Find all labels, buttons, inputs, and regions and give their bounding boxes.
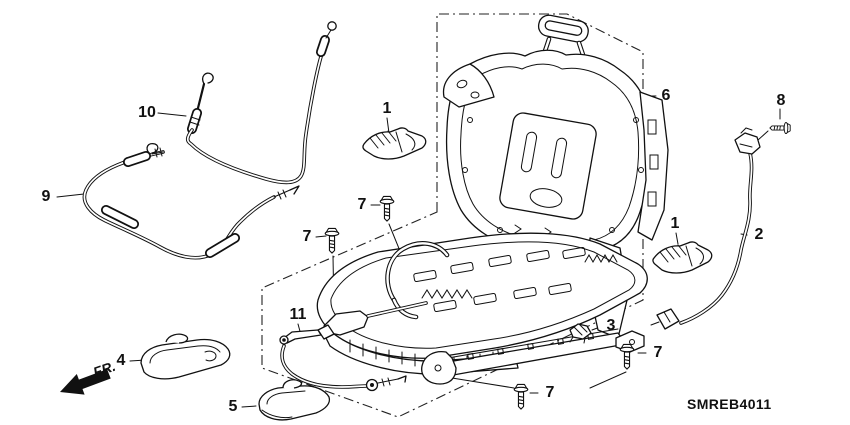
callout-8: 8 xyxy=(776,92,786,109)
callout-9: 9 xyxy=(41,188,51,205)
cable-2 xyxy=(650,127,761,330)
cover-4 xyxy=(140,333,231,380)
callout-11: 11 xyxy=(289,306,307,323)
clip-3 xyxy=(569,323,592,344)
cable-10 xyxy=(185,21,337,185)
callout-3: 3 xyxy=(606,317,616,334)
bolt-7-b xyxy=(324,227,340,254)
fr-arrow-icon xyxy=(60,369,111,395)
callout-7-c: 7 xyxy=(653,344,663,361)
callout-4: 4 xyxy=(116,352,126,369)
callout-6: 6 xyxy=(661,87,671,104)
bolt-7-d xyxy=(513,383,529,410)
diagram-code: SMREB4011 xyxy=(687,396,772,412)
callout-1-left: 1 xyxy=(382,100,392,117)
cable-9 xyxy=(82,142,300,260)
callout-1-right: 1 xyxy=(670,215,680,232)
callout-5: 5 xyxy=(228,398,238,415)
bolt-7-c xyxy=(619,343,635,370)
cover-5 xyxy=(258,379,331,421)
bolt-7-a xyxy=(379,195,395,222)
cable-11 xyxy=(279,329,407,392)
callout-10: 10 xyxy=(138,104,156,121)
callout-7-d: 7 xyxy=(545,384,555,401)
seat-cushion-frame xyxy=(316,232,648,385)
seat-back-frame xyxy=(442,14,669,254)
bracket-1-left xyxy=(362,127,427,160)
bracket-1-right xyxy=(652,241,713,274)
cable-2-latch xyxy=(734,132,761,155)
bolt-8 xyxy=(769,121,791,135)
phantom-outline xyxy=(261,13,644,418)
callout-7-b: 7 xyxy=(302,228,312,245)
callout-7-a: 7 xyxy=(357,196,367,213)
callout-2: 2 xyxy=(754,226,764,243)
